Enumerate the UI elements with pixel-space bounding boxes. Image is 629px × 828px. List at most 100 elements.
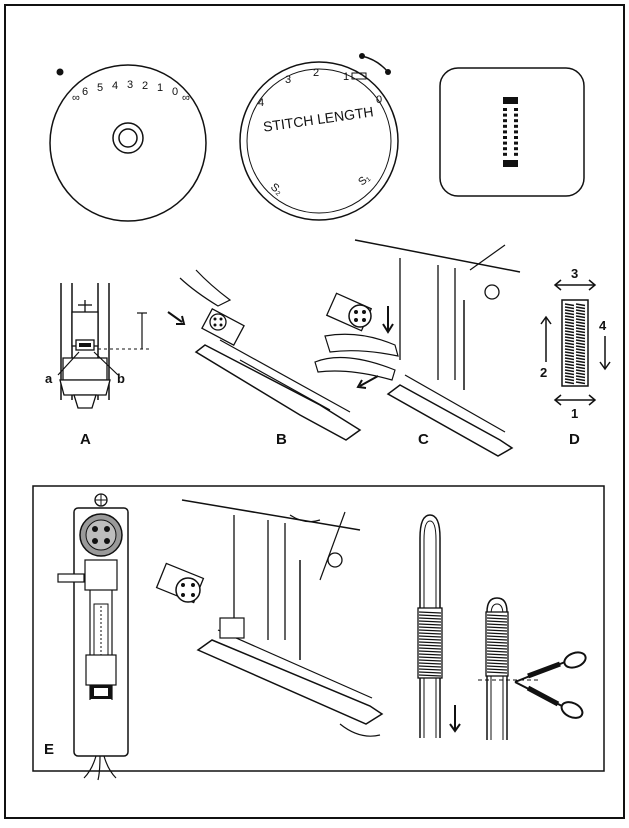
sequence-step-1: 1	[571, 406, 578, 421]
panel-b-insert-button: B	[167, 269, 362, 448]
stitch-dash-left	[503, 147, 507, 151]
scissors-icon	[514, 651, 587, 719]
buttonhole-side-stitches	[503, 108, 518, 156]
zigzag-stitch-right	[575, 363, 586, 367]
wrap-stitch	[418, 659, 442, 662]
label-b-lower: b	[117, 371, 125, 386]
length-mark-0: 0	[376, 94, 382, 106]
wrap-stitch	[486, 653, 508, 656]
zigzag-stitch-left	[564, 381, 575, 385]
width-mark-6: 6	[82, 86, 88, 98]
wrap-stitch	[418, 635, 442, 638]
pattern-window-frame	[439, 67, 585, 197]
wrap-stitch	[486, 665, 508, 668]
zigzag-stitch-right	[575, 303, 586, 307]
zigzag-stitch-left	[564, 309, 575, 313]
zigzag-stitch-right	[575, 366, 586, 370]
length-dial-rim	[239, 61, 399, 221]
zigzag-stitch-right	[575, 378, 586, 382]
wrap-stitch	[418, 656, 442, 659]
wrap-stitch	[418, 668, 442, 671]
zigzag-stitch-right	[575, 345, 586, 349]
wrap-stitch	[486, 620, 508, 623]
width-mark-5: 5	[97, 82, 103, 94]
stitch-dash-right	[514, 108, 518, 111]
width-mark-0: 0	[172, 86, 178, 98]
zigzag-stitch-left	[564, 354, 575, 358]
zigzag-stitch-right	[575, 372, 586, 376]
zigzag-stitch-right	[575, 312, 586, 316]
stitch-dash-left	[503, 136, 507, 139]
wrap-stitch	[418, 614, 442, 617]
stitch-dash-left	[503, 130, 507, 134]
stitch-dash-left	[503, 124, 507, 128]
zigzag-stitch-left	[564, 321, 575, 325]
zigzag-stitch-right	[575, 360, 586, 364]
pattern-selector-window	[439, 67, 585, 197]
zigzag-stitch-left	[564, 348, 575, 352]
length-mark-3: 3	[285, 74, 291, 86]
wrap-stitch	[418, 611, 442, 614]
length-indicator-arc	[361, 55, 389, 73]
stitch-dash-right	[514, 119, 518, 123]
wrap-stitch	[418, 632, 442, 635]
wrap-stitch	[418, 641, 442, 644]
zigzag-stitch-right	[575, 339, 586, 343]
wrap-stitch	[418, 653, 442, 656]
stitch-width-dial: ∞ 6 5 4 3 2 1 0 ∞	[49, 64, 207, 222]
wrap-stitch	[418, 617, 442, 620]
dial-rim	[49, 64, 207, 222]
wrap-stitch	[418, 674, 442, 677]
zigzag-stitch-left	[564, 378, 575, 382]
stitch-dash-right	[514, 130, 518, 134]
zigzag-stitch-right	[575, 330, 586, 334]
wrap-stitch	[418, 662, 442, 665]
label-a-lower: a	[45, 371, 53, 386]
panel-e-cut-buttonhole	[478, 597, 540, 740]
wrap-stitch	[418, 671, 442, 674]
wrap-stitch	[486, 626, 508, 629]
zigzag-stitch-right	[575, 309, 586, 313]
sequence-step-4: 4	[599, 318, 607, 333]
panel-a-presser-foot: a b A	[45, 283, 150, 448]
buttonhole-wrap-left	[418, 611, 442, 677]
zigzag-stitch-left	[564, 306, 575, 310]
zigzag-stitch-right	[575, 336, 586, 340]
zigzag-stitch-left	[564, 318, 575, 322]
panel-label-d: D	[569, 431, 580, 448]
length-dial-inner-rim	[246, 68, 392, 214]
zigzag-stitch-left	[564, 303, 575, 307]
wrap-stitch	[486, 644, 508, 647]
width-mark-4: 4	[112, 80, 118, 92]
zigzag-stitch-right	[575, 357, 586, 361]
stitch-dash-left	[503, 141, 507, 145]
zigzag-stitch-left	[564, 351, 575, 355]
wrap-stitch	[418, 644, 442, 647]
panel-e-foot-top-view	[57, 493, 129, 781]
zigzag-stitch-right	[575, 318, 586, 322]
zigzag-stitch-right	[575, 306, 586, 310]
stitch-dash-left	[503, 113, 507, 117]
zigzag-stitch-left	[564, 372, 575, 376]
stitch-dash-left	[503, 152, 507, 156]
zigzag-stitch-left	[564, 342, 575, 346]
dial-indicator-dot	[56, 68, 64, 76]
panel-e-machine-view	[155, 499, 384, 737]
sequence-step-2: 2	[540, 365, 547, 380]
panel-c-lower-lever: C	[314, 239, 521, 457]
dial-hub-outer	[112, 122, 144, 154]
wrap-stitch	[486, 656, 508, 659]
length-mark-1: 1	[343, 71, 349, 83]
zigzag-stitch-left	[564, 336, 575, 340]
width-mark-3: 3	[127, 79, 133, 91]
finger-lower	[314, 356, 396, 381]
stitch-dash-right	[514, 124, 518, 128]
wrap-stitch	[418, 626, 442, 629]
wrap-stitch	[486, 617, 508, 620]
finger-illustration	[179, 269, 232, 307]
zigzag-stitch-right	[575, 327, 586, 331]
wrap-stitch	[418, 629, 442, 632]
stitch-dash-left	[503, 108, 507, 111]
